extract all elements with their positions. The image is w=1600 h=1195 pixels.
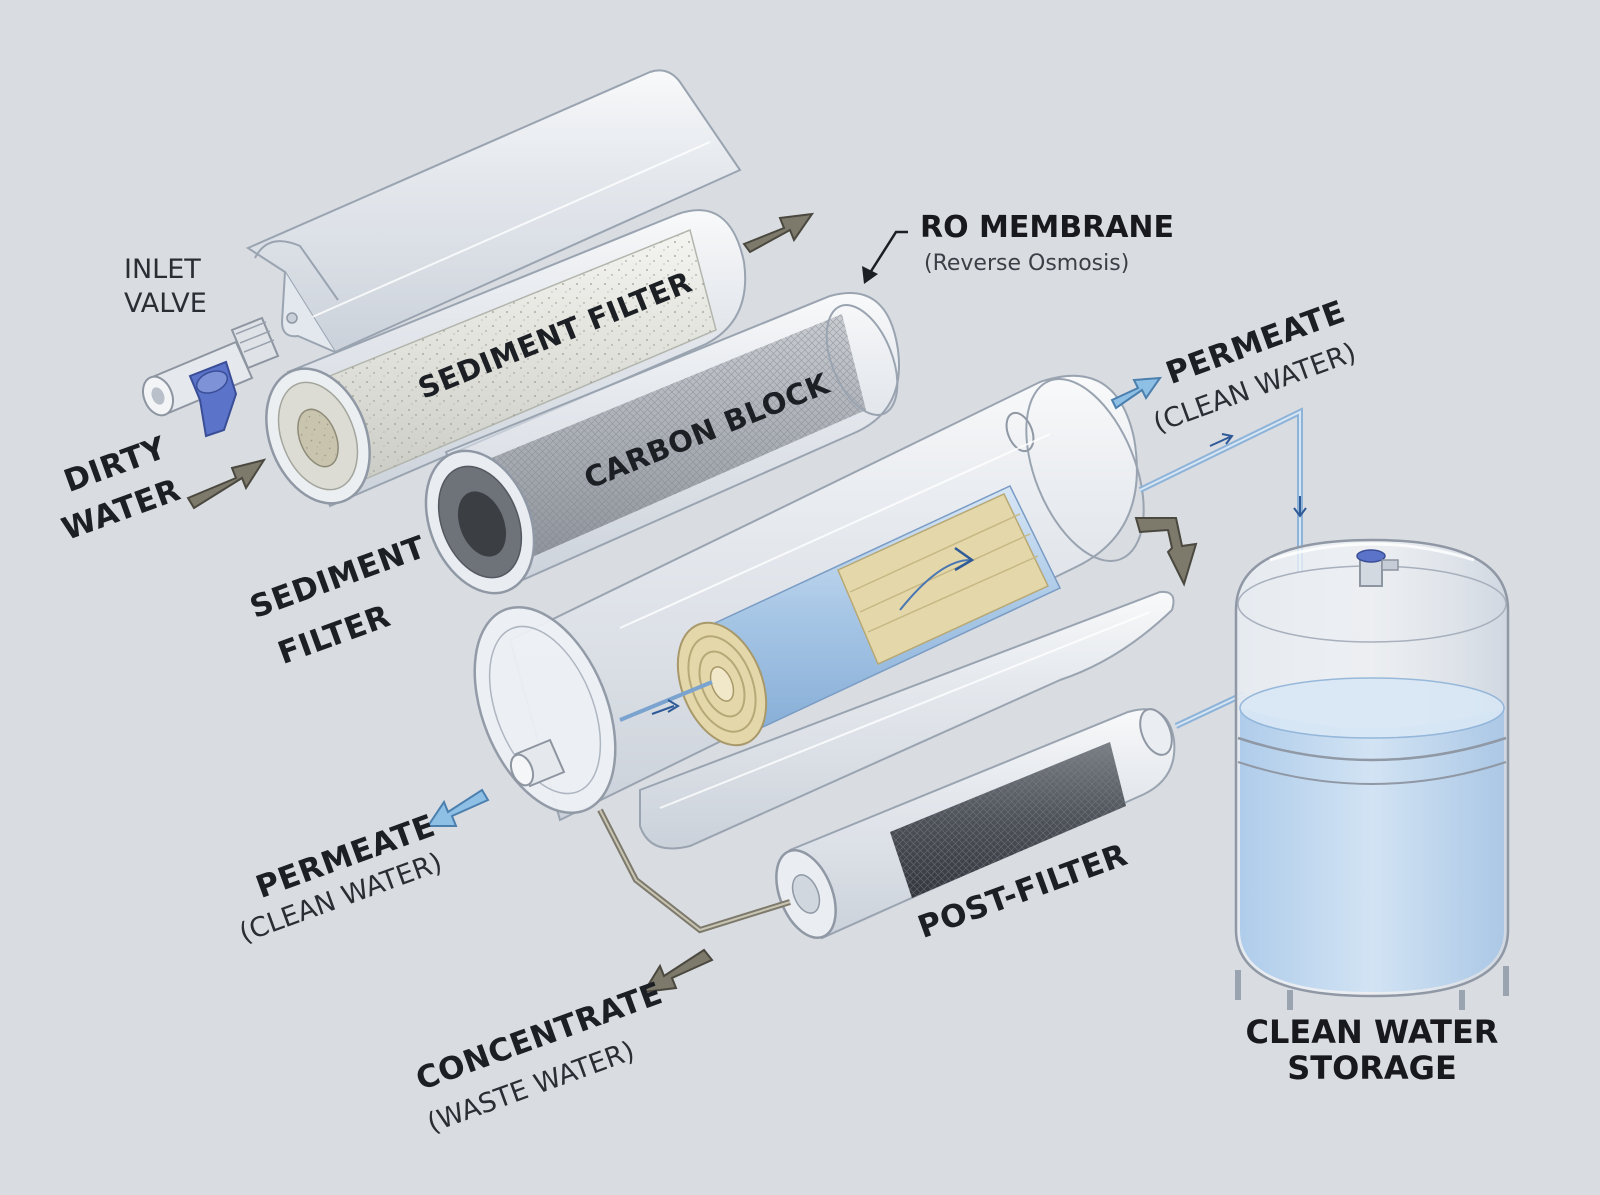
ro-membrane-sublabel: (Reverse Osmosis) — [924, 251, 1130, 276]
arrow-concentrate-out — [642, 948, 714, 994]
inlet-valve-label-line2: VALVE — [124, 288, 207, 319]
housing-half-shell-top — [245, 69, 742, 354]
housing-half-shell-bottom — [639, 590, 1175, 850]
ro-membrane-pointer — [862, 230, 908, 284]
pipe-network — [597, 407, 1307, 934]
storage-label-line2: STORAGE — [1287, 1049, 1457, 1087]
ro-membrane-housing — [473, 374, 1145, 822]
carbon-block-cartridge — [424, 292, 900, 595]
sediment-filter-cartridge — [265, 209, 747, 508]
arrow-permeate-right — [1110, 376, 1163, 410]
ro-membrane-label: RO MEMBRANE — [920, 210, 1175, 245]
arrow-dirty-water-in — [186, 458, 267, 510]
post-filter-cartridge — [775, 708, 1176, 940]
arrow-permeate-left — [426, 788, 490, 827]
storage-label-line1: CLEAN WATER — [1245, 1013, 1499, 1051]
clean-water-storage-tank — [1234, 538, 1510, 1010]
inlet-valve-label-line1: INLET — [124, 254, 201, 285]
inlet-valve — [142, 316, 280, 438]
arrow-sediment-to-carbon — [742, 212, 815, 254]
arrow-concentrate-down — [1134, 517, 1198, 587]
